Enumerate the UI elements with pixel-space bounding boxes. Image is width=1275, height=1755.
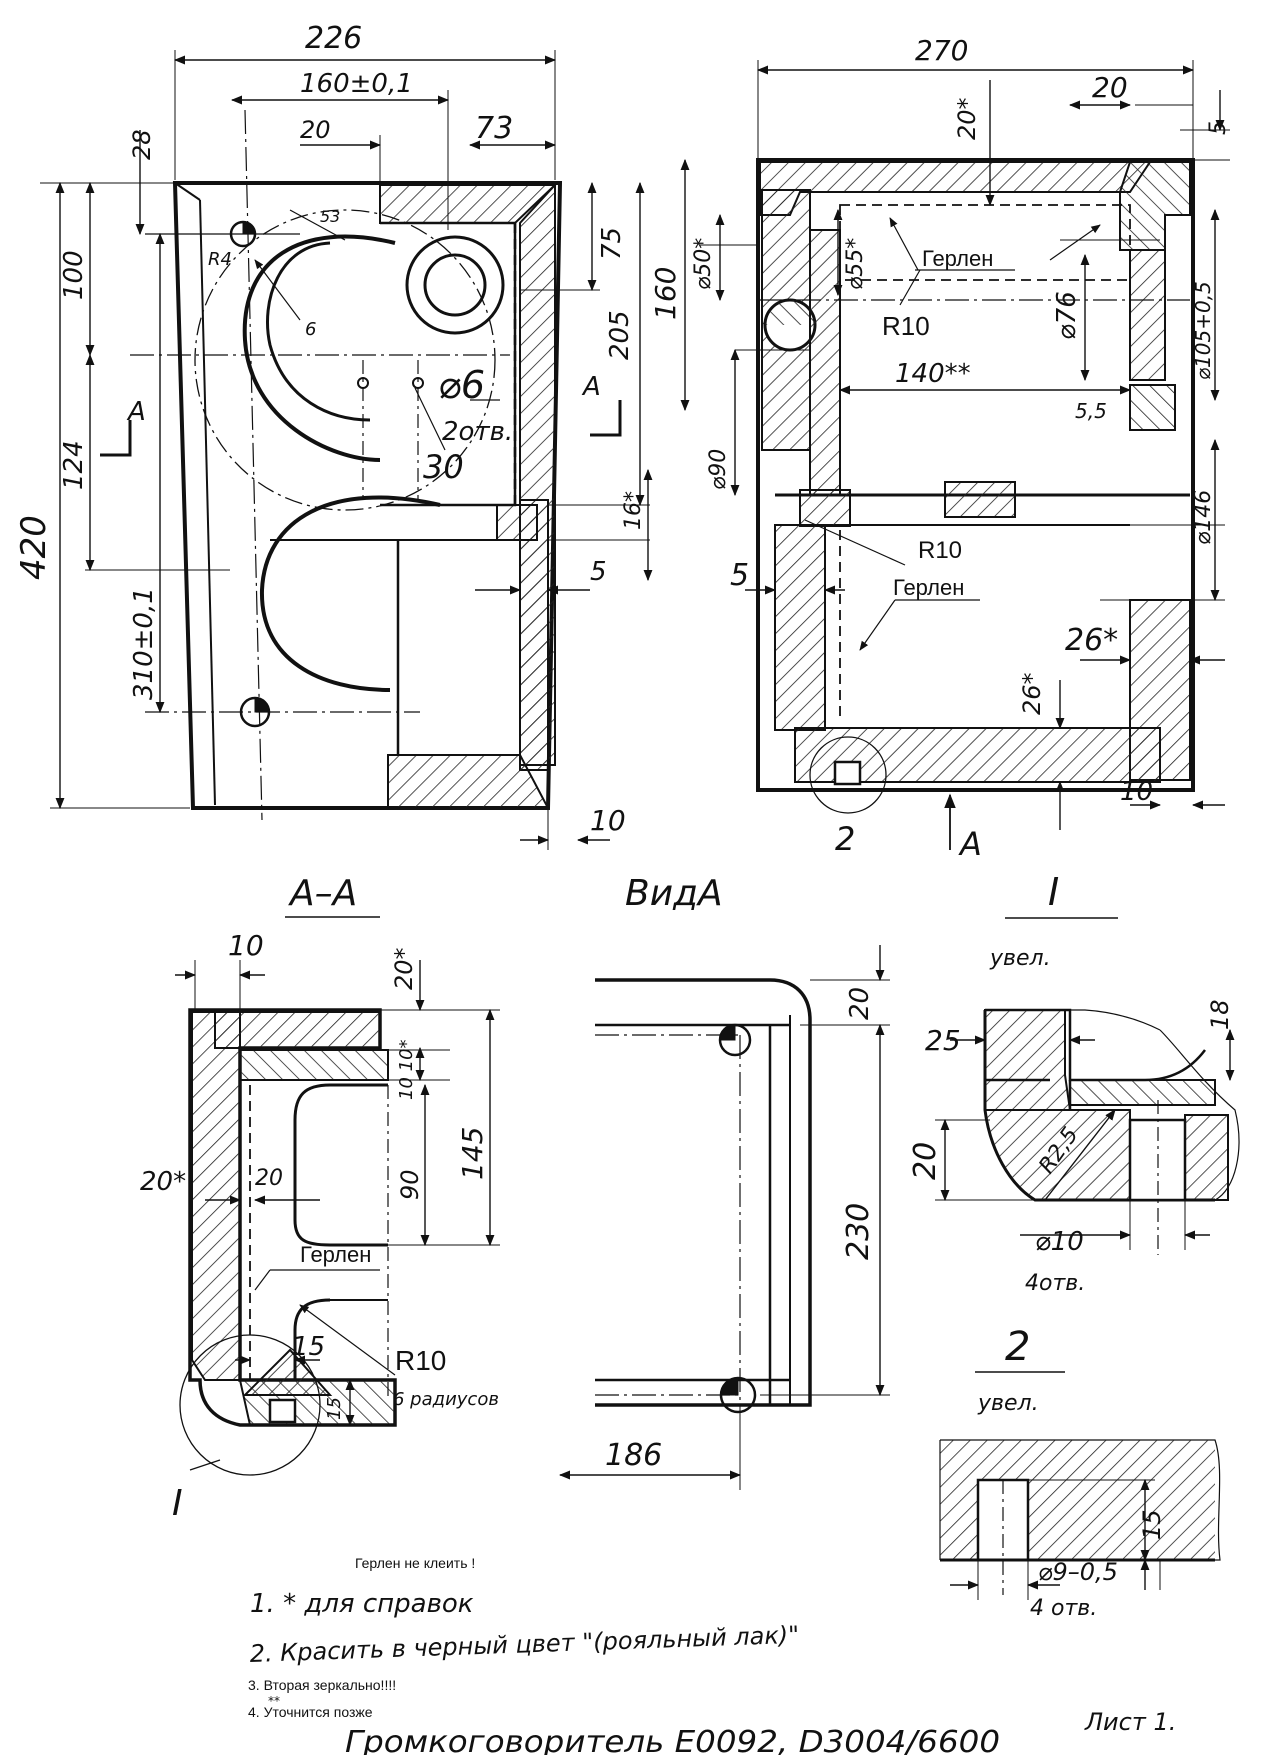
dim-d146: ⌀146 xyxy=(1191,490,1216,545)
dim-6-small: 6 xyxy=(305,319,316,340)
sheet-number: Лист 1. xyxy=(1084,1708,1176,1736)
note-4-mark: ** xyxy=(268,1694,280,1708)
dim-75: 75 xyxy=(597,227,627,260)
dim-53: 53 xyxy=(320,207,340,226)
note-2: 2. Красить в черный цвет "(рояльный лак)… xyxy=(249,1621,799,1668)
dim-d90: ⌀90 xyxy=(706,449,731,490)
dim-20-star-left: 20* xyxy=(140,1167,186,1197)
dim-160: 160±0,1 xyxy=(300,69,413,99)
holes-count: 2отв. xyxy=(442,417,513,447)
dim-5-5: 5,5 xyxy=(1075,399,1107,423)
dim-18: 18 xyxy=(1206,999,1234,1030)
detail-i-subtitle: увел. xyxy=(989,946,1051,971)
view-arrow-a: A xyxy=(958,825,982,863)
label-gerlen-2: Герлен xyxy=(893,575,964,600)
dim-20: 20 xyxy=(908,1142,943,1180)
dim-d9: ⌀9–0,5 xyxy=(1038,1558,1118,1586)
view-a xyxy=(558,945,890,1490)
cut-label-a-left: A xyxy=(126,397,146,427)
dim-73: 73 xyxy=(475,111,513,146)
dim-26-right: 26* xyxy=(1065,623,1118,658)
dim-10: 10 xyxy=(228,929,264,962)
dim-160-left: 160 xyxy=(649,267,682,320)
dim-26-bottom: 26* xyxy=(1018,672,1046,715)
front-view xyxy=(40,50,653,850)
dim-230: 230 xyxy=(841,1203,876,1260)
dim-r10-mid: R10 xyxy=(918,537,962,564)
dim-205: 205 xyxy=(605,310,635,360)
detail-i xyxy=(935,1008,1240,1255)
detail-2-subtitle: увел. xyxy=(977,1391,1039,1416)
title-block: Громкоговоритель E0092, D3004/6600 Лист … xyxy=(345,1708,1176,1755)
callout-2: 2 xyxy=(835,820,855,858)
dim-5: 5 xyxy=(590,557,607,587)
dim-5-left: 5 xyxy=(730,558,749,593)
dim-15: 15 xyxy=(1138,1509,1166,1540)
detail-2-holes: 4 отв. xyxy=(1030,1596,1097,1621)
note-no-glue: Герлен не клеить ! xyxy=(355,1555,475,1571)
dim-270: 270 xyxy=(915,34,968,67)
detail-2-labels: 2 увел. 15 ⌀9–0,5 4 отв. xyxy=(975,1324,1166,1621)
dim-28: 28 xyxy=(128,129,156,160)
dim-d6: ⌀6 xyxy=(438,363,485,407)
note-4: 4. Уточнится позже xyxy=(248,1704,373,1720)
dim-145: 145 xyxy=(456,1127,489,1180)
dim-186: 186 xyxy=(605,1438,662,1473)
front-view-labels: 226 160±0,1 20 73 28 100 53 R4 6 ⌀6 2отв… xyxy=(14,21,646,837)
dim-25: 25 xyxy=(925,1024,961,1057)
label-gerlen: Герлен xyxy=(300,1242,371,1267)
side-section xyxy=(680,60,1230,850)
dim-420: 420 xyxy=(14,515,54,580)
detail-2-title: 2 xyxy=(1005,1324,1030,1370)
dim-16: 16* xyxy=(621,491,646,530)
dim-10-10: 10 10* xyxy=(396,1039,417,1100)
drawing-title: Громкоговоритель E0092, D3004/6600 xyxy=(345,1725,1000,1755)
detail-2 xyxy=(939,1439,1221,1600)
section-aa xyxy=(175,960,500,1476)
dim-20-top: 20 xyxy=(1092,71,1128,104)
dim-10: 10 xyxy=(590,804,626,837)
dim-d55: ⌀55* xyxy=(843,238,868,290)
dim-15-a: 15 xyxy=(292,1332,325,1362)
detail-i-title: I xyxy=(1048,870,1059,914)
dim-10-bottom: 10 xyxy=(1120,777,1153,807)
note-3: 3. Вторая зеркально!!!! xyxy=(248,1677,396,1693)
cut-label-a-right: A xyxy=(581,372,601,402)
dim-124: 124 xyxy=(59,440,89,490)
callout-i: I xyxy=(172,1483,183,1524)
r10-note: 6 радиусов xyxy=(393,1389,499,1410)
section-aa-labels: A–A 10 20* 10 10* 145 90 20* 20 Герлен 1… xyxy=(140,873,499,1524)
dim-100: 100 xyxy=(59,250,89,300)
dim-20: 20 xyxy=(300,116,331,144)
dim-20-star: 20* xyxy=(390,947,418,990)
detail-i-holes: 4отв. xyxy=(1025,1271,1085,1296)
side-section-labels: 270 20 20* 5 ⌀50* ⌀55* Герлен R10 ⌀76 ⌀1… xyxy=(649,34,1231,863)
dim-r4: R4 xyxy=(208,249,232,270)
view-a-title: ВидА xyxy=(625,873,723,914)
dim-r10: R10 xyxy=(395,1345,446,1376)
dim-d50: ⌀50* xyxy=(691,238,716,290)
label-gerlen-1: Герлен xyxy=(922,246,993,271)
dim-20: 20 xyxy=(845,987,875,1020)
view-a-labels: ВидА 20 230 186 xyxy=(605,873,876,1473)
dim-15-b: 15 xyxy=(324,1397,345,1420)
section-aa-title: A–A xyxy=(288,873,357,914)
dim-20: 20 xyxy=(255,1166,283,1191)
dim-d105: ⌀105+0,5 xyxy=(1191,281,1215,380)
dim-r10-top: R10 xyxy=(882,311,930,341)
dim-310: 310±0,1 xyxy=(129,587,159,700)
dim-226: 226 xyxy=(305,21,362,56)
dim-d76: ⌀76 xyxy=(1052,291,1082,340)
dim-90: 90 xyxy=(396,1169,424,1200)
dim-30: 30 xyxy=(423,448,464,486)
notes: Герлен не клеить ! 1. * для справок 2. К… xyxy=(248,1555,800,1720)
dim-d10: ⌀10 xyxy=(1035,1227,1084,1257)
dim-5-top: 5 xyxy=(1206,121,1231,135)
note-1: 1. * для справок xyxy=(250,1589,474,1619)
dim-140: 140** xyxy=(895,359,971,389)
dim-20-star: 20* xyxy=(953,97,981,140)
